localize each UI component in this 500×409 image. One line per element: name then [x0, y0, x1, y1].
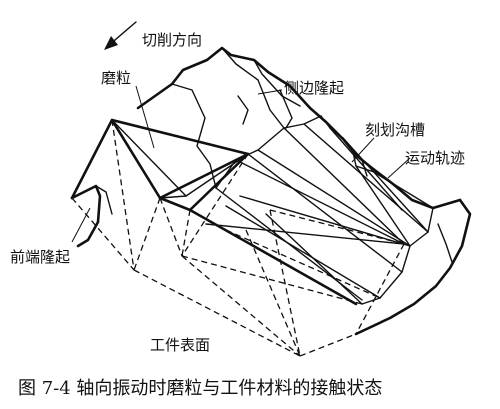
figure-caption: 图 7-4 轴向振动时磨粒与工件材料的接触状态: [18, 378, 382, 399]
front-bulge: [70, 184, 113, 248]
label-abrasive-grain: 磨粒: [101, 69, 131, 87]
groove-lines: [188, 123, 434, 306]
label-cutting-direction: 切削方向: [142, 31, 202, 49]
label-front-bulge: 前端隆起: [10, 248, 70, 266]
label-workpiece-surface: 工件表面: [150, 336, 210, 354]
label-leaders: [71, 85, 411, 243]
contact-projection-dashes: [71, 119, 405, 357]
abrasive-grain: [70, 118, 250, 212]
workpiece-edge: [354, 198, 472, 336]
label-side-bulge: 侧边隆起: [284, 79, 344, 97]
label-scored-groove: 刻划沟槽: [365, 121, 425, 139]
cutting-direction-arrow: [104, 21, 137, 50]
label-motion-trajectory: 运动轨迹: [405, 149, 465, 167]
